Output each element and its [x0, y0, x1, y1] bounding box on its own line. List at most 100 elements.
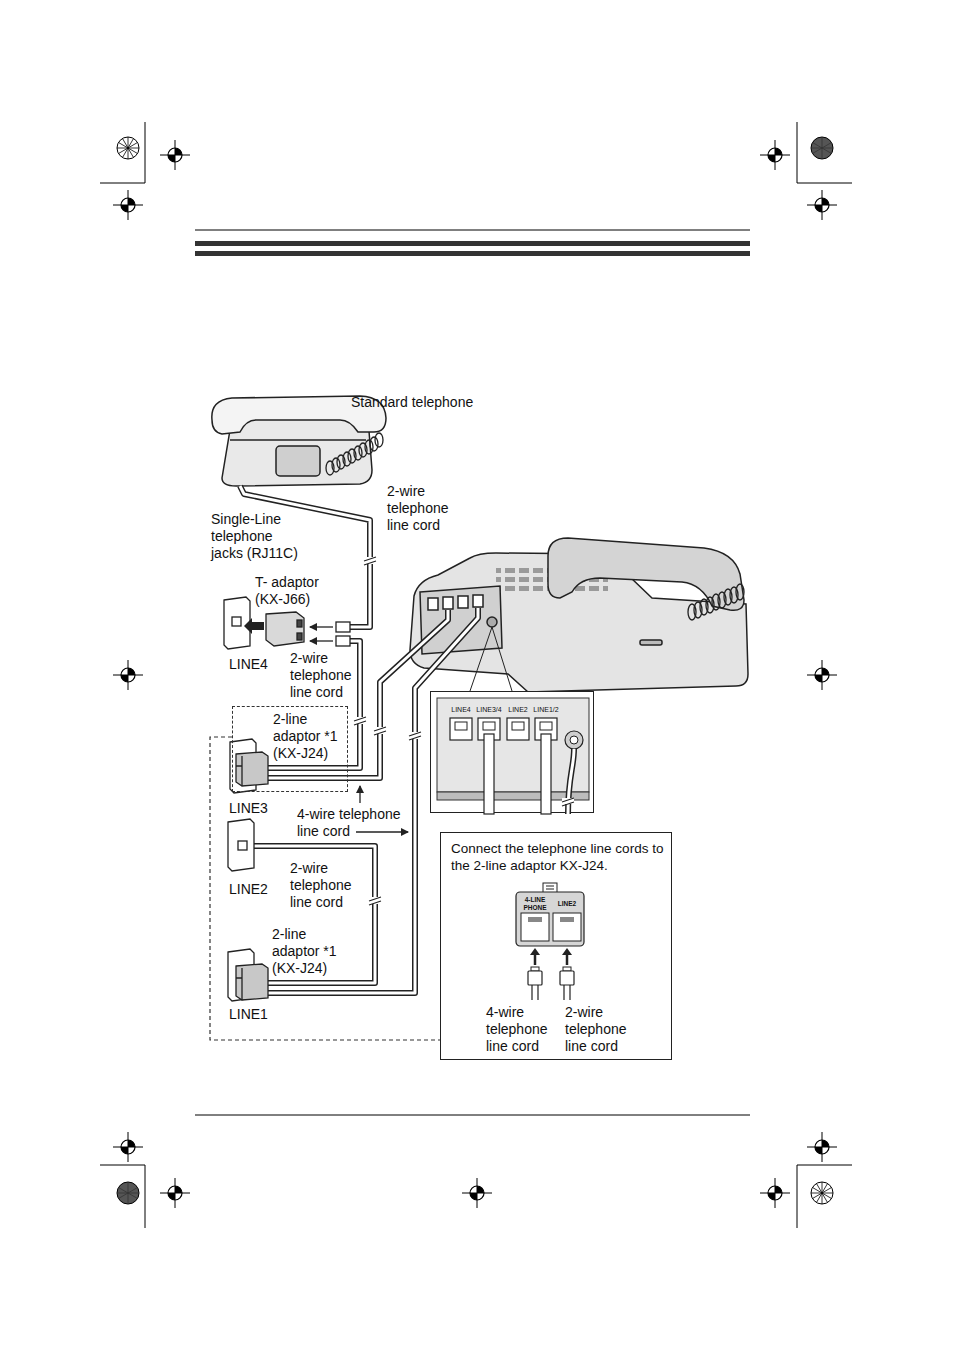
print-marks [160, 1178, 190, 1208]
print-marks [113, 190, 143, 220]
wall-jacks [228, 819, 254, 871]
plug-drawing [534, 954, 537, 965]
cord-breaks [374, 727, 386, 735]
cord-breaks [369, 897, 381, 905]
page-rules [195, 1115, 750, 1116]
standard-telephone [276, 446, 320, 476]
telephone-cords [246, 846, 375, 983]
standard-telephone [354, 446, 362, 460]
port-label: LINE2 [553, 900, 581, 908]
standard-telephone [370, 437, 378, 451]
main-telephone [473, 595, 483, 607]
wall-jacks [230, 739, 256, 793]
t-adaptor [297, 620, 302, 627]
cord-breaks [354, 557, 421, 905]
line-label: LINE1 [229, 1006, 268, 1023]
main-telephone [706, 597, 714, 613]
jack-label: LINE1/2 [532, 705, 560, 714]
wall-jacks [232, 617, 241, 626]
print-marks [811, 137, 833, 159]
main-telephone [730, 587, 738, 603]
adaptor-drawing [546, 886, 554, 889]
standard-telephone [365, 440, 373, 454]
leader-arrows [310, 626, 333, 627]
cord-label: 2-wire telephone line cord [565, 1004, 637, 1055]
cord-label: 4-wire telephone line cord [297, 806, 409, 840]
print-marks [760, 140, 790, 170]
cord-breaks [354, 717, 366, 725]
page-rules [195, 230, 750, 231]
jack-panel-drawing [455, 722, 467, 730]
adaptor-symbol: 4-LINE PHONE LINE2 [515, 883, 585, 947]
plug-drawing [564, 985, 570, 1000]
jack-label: LINE3/4 [475, 705, 503, 714]
jack-panel-drawing [512, 722, 524, 730]
plug-drawing [532, 985, 538, 1000]
adaptor-label: 2-line adaptor *1 (KX-J24) [272, 926, 344, 977]
main-telephone [724, 589, 732, 605]
main-telephone [694, 602, 702, 618]
dashed-connector [210, 737, 440, 1040]
jack-panel-drawing [540, 722, 552, 730]
cord-breaks [409, 732, 421, 739]
device-label: Standard telephone [351, 394, 473, 411]
print-marks [160, 140, 190, 170]
print-marks [117, 137, 139, 159]
plug-drawing [528, 971, 542, 985]
jack-label: Single-Line telephone jacks (RJ11C) [211, 511, 306, 562]
t-adaptor [266, 612, 304, 646]
jack-panel-drawing [483, 722, 495, 730]
standard-telephone [375, 433, 383, 447]
main-telephone [712, 594, 720, 610]
standard-telephone [337, 455, 345, 469]
instruction-text: Connect the telephone line cords to the … [451, 840, 669, 874]
dashed-group-box: 2-line adaptor *1 (KX-J24) [232, 706, 348, 792]
main-telephone [410, 553, 748, 692]
print-marks [807, 1132, 837, 1162]
adaptor-drawing [521, 913, 549, 941]
jack-panel-drawing [450, 718, 472, 740]
page-rules [195, 251, 750, 256]
port-label: 4-LINE PHONE [521, 896, 549, 911]
standard-telephone [326, 433, 383, 475]
wall-jacks [228, 949, 254, 1001]
line-label: LINE4 [229, 656, 268, 673]
line-label: LINE2 [229, 881, 268, 898]
page-rules [195, 230, 750, 1115]
standard-telephone [343, 452, 351, 466]
main-telephone [640, 640, 662, 645]
main-telephone [736, 584, 744, 600]
main-telephone [487, 617, 497, 627]
two-line-adaptors [236, 752, 268, 786]
plug-drawing [562, 948, 572, 955]
print-marks [807, 660, 837, 690]
jack-panel-drawing [541, 734, 551, 814]
print-marks [760, 1178, 790, 1208]
print-marks [113, 660, 143, 690]
cord-label: 2-wire telephone line cord [290, 860, 362, 911]
plug-drawing [530, 948, 540, 955]
cord-label: 2-wire telephone line cord [387, 483, 462, 534]
main-telephone [496, 564, 608, 591]
main-telephone [718, 592, 726, 608]
plug-drawing [560, 971, 574, 985]
adaptor-drawing [553, 913, 581, 941]
t-adaptor [336, 622, 350, 632]
wall-jacks [238, 841, 247, 850]
cord-breaks [354, 717, 366, 724]
main-telephone [470, 627, 512, 691]
main-telephone [428, 598, 438, 610]
adaptor-drawing [528, 917, 542, 922]
main-telephone [700, 599, 708, 615]
cord-breaks [369, 897, 381, 904]
standard-telephone [222, 402, 372, 486]
jack-panel-drawing [565, 731, 583, 749]
jack-label: LINE4 [447, 705, 475, 714]
cord-label: 2-wire telephone line cord [290, 650, 362, 701]
standard-telephone [348, 449, 356, 463]
main-telephone [443, 597, 453, 609]
leader-arrows [356, 831, 408, 832]
